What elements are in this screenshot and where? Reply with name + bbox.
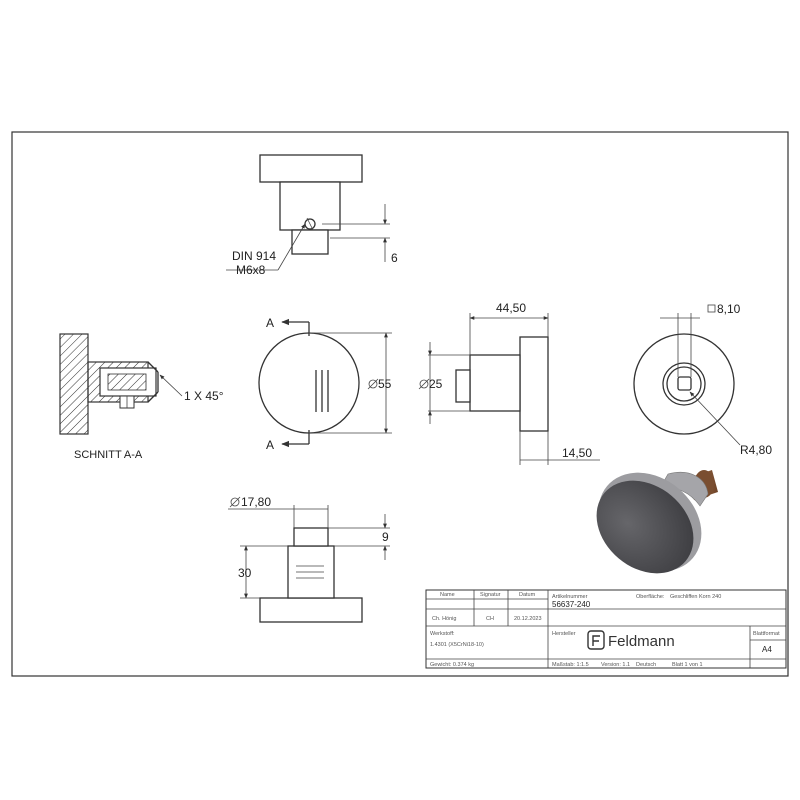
screw-note-line2: M6x8 bbox=[236, 263, 266, 277]
tb-date: 20.12.2023 bbox=[514, 616, 542, 622]
square-8-10: 8,10 bbox=[717, 302, 741, 316]
tb-surface-value: Geschliffen Korn 240 bbox=[670, 594, 721, 600]
tb-header-date: Datum bbox=[519, 592, 536, 598]
top-view: DIN 914 M6x8 6 bbox=[226, 154, 398, 277]
sheet-frame bbox=[11, 131, 789, 677]
front-view: A A 55 bbox=[258, 316, 392, 452]
tb-manufacturer-label: Hersteller bbox=[552, 631, 576, 637]
svg-text:17,80: 17,80 bbox=[241, 495, 271, 509]
tb-language: Deutsch bbox=[636, 662, 656, 668]
svg-text:25: 25 bbox=[429, 377, 443, 391]
svg-text:55: 55 bbox=[378, 377, 392, 391]
section-mark-bottom: A bbox=[266, 438, 274, 452]
dim-9: 9 bbox=[382, 530, 389, 544]
svg-text:Feldmann: Feldmann bbox=[608, 633, 675, 650]
dim-30: 30 bbox=[238, 566, 252, 580]
tb-article-number-label: Artikelnummer bbox=[552, 594, 588, 600]
tb-material-value: 1.4301 (X5CrNi18-10) bbox=[430, 642, 484, 648]
tb-surface-label: Oberfläche: bbox=[636, 594, 665, 600]
dim-44-50: 44,50 bbox=[496, 301, 526, 315]
dim-14-50: 14,50 bbox=[562, 446, 592, 460]
section-label: SCHNITT A-A bbox=[74, 449, 143, 461]
diameter-25-label: 25 bbox=[418, 377, 443, 391]
tb-sheet-format: A4 bbox=[762, 645, 772, 654]
tb-signature: CH bbox=[486, 616, 494, 622]
tb-sheet-format-label: Blattformat bbox=[753, 631, 780, 637]
tb-drawn-by: Ch. Hönig bbox=[432, 616, 456, 622]
tb-header-signature: Signatur bbox=[480, 592, 501, 598]
bottom-view: 17,80 9 30 bbox=[228, 495, 390, 623]
tb-weight: Gewicht: 0.374 kg bbox=[430, 662, 474, 668]
screw-note-line1: DIN 914 bbox=[232, 249, 276, 263]
tb-version: Version: 1.1 bbox=[601, 662, 630, 668]
diameter-17-80-label: 17,80 bbox=[229, 495, 271, 509]
section-mark-top: A bbox=[266, 316, 274, 330]
tb-scale: Maßstab: 1:1.5 bbox=[552, 662, 589, 668]
chamfer-note: 1 X 45° bbox=[184, 389, 224, 403]
feldmann-logo: Feldmann bbox=[587, 630, 675, 650]
tb-material-label: Werkstoff: bbox=[430, 631, 455, 637]
tb-header-name: Name bbox=[440, 592, 455, 598]
dim-6: 6 bbox=[391, 251, 398, 265]
radius-4-80: R4,80 bbox=[740, 443, 772, 457]
tb-sheet-count: Blatt 1 von 1 bbox=[672, 662, 703, 668]
diameter-55-label: 55 bbox=[367, 377, 392, 391]
tb-article-number: 56637-240 bbox=[552, 600, 591, 609]
side-view: 44,50 25 14,50 bbox=[418, 301, 600, 465]
rear-view: 8,10 R4,80 bbox=[633, 302, 772, 457]
product-render bbox=[596, 470, 718, 574]
section-a-a: 1 X 45° SCHNITT A-A bbox=[59, 333, 224, 461]
title-block: Name Signatur Datum Ch. Hönig CH 20.12.2… bbox=[425, 589, 787, 669]
